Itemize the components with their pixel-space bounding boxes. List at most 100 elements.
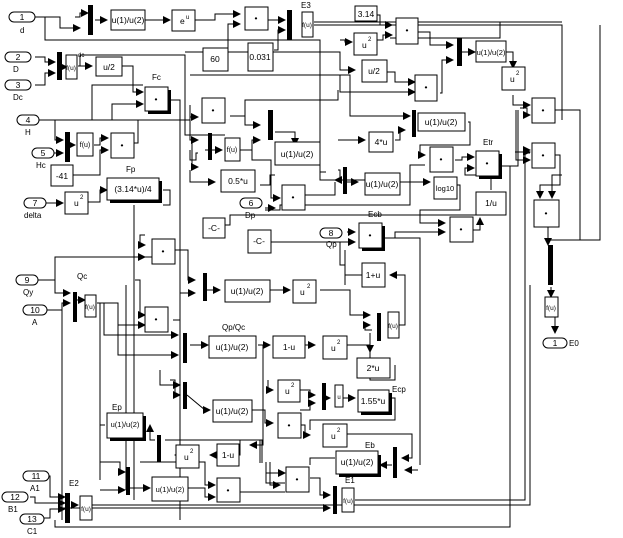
product-block[interactable]: • bbox=[201, 97, 226, 124]
block-body bbox=[110, 9, 146, 31]
block-body bbox=[292, 279, 317, 304]
dc-fcn[interactable]: f(u)dc bbox=[65, 53, 84, 80]
one-minus-block[interactable]: 1-u bbox=[216, 443, 240, 467]
inport-H[interactable]: 4H bbox=[16, 114, 40, 137]
const-c-block[interactable]: -C- bbox=[247, 229, 272, 254]
signal-line bbox=[536, 154, 561, 199]
product-block[interactable]: • bbox=[449, 216, 474, 243]
recip-block[interactable]: 1/u bbox=[475, 191, 507, 216]
product-block[interactable]: • bbox=[281, 184, 306, 211]
fu-block[interactable]: f(u) bbox=[224, 137, 241, 162]
product-block[interactable]: • bbox=[216, 477, 241, 503]
signal-line bbox=[173, 289, 196, 321]
div-block[interactable]: u(1)/u(2) bbox=[274, 141, 321, 166]
inport-A[interactable]: 10A bbox=[22, 304, 48, 327]
product-block[interactable]: • bbox=[151, 238, 176, 265]
product-block[interactable]: • bbox=[110, 132, 135, 159]
two-u-block[interactable]: 2*u bbox=[356, 357, 391, 379]
etr-product[interactable]: •Etr bbox=[475, 138, 502, 179]
product-block[interactable]: • bbox=[285, 466, 310, 493]
product-block[interactable]: • bbox=[414, 74, 438, 102]
block-body bbox=[533, 199, 560, 228]
const-minus41[interactable]: -41 bbox=[50, 164, 74, 187]
div-block[interactable]: u(1)/u(2) bbox=[417, 112, 466, 132]
product-block[interactable]: • bbox=[277, 412, 302, 439]
block-label: f(u) bbox=[66, 65, 76, 72]
inport-number: 3 bbox=[16, 80, 21, 90]
block-body bbox=[64, 191, 89, 215]
inport-Dp[interactable]: 6Dp bbox=[239, 197, 263, 220]
const-314[interactable]: 3.14 bbox=[354, 5, 378, 22]
product-block[interactable]: • bbox=[144, 306, 169, 333]
e3-fcn[interactable]: f(u)E3 bbox=[301, 1, 314, 38]
half-block[interactable]: u/2 bbox=[361, 59, 388, 83]
fp-block[interactable]: (3.14*u)/4Fp bbox=[106, 165, 162, 203]
inport-number: 9 bbox=[25, 275, 30, 285]
div-block[interactable]: u(1)/u(2) bbox=[224, 279, 271, 303]
one-plus-block[interactable]: 1+u bbox=[361, 262, 386, 288]
block-label: u(1)/u(2) bbox=[112, 15, 145, 25]
inport-Hc[interactable]: 5Hc bbox=[31, 147, 55, 170]
fu-block[interactable]: f(u) bbox=[76, 132, 94, 157]
fc-product[interactable]: •Fc bbox=[144, 73, 171, 114]
div-block[interactable]: u(1)/u(2) bbox=[212, 399, 253, 423]
block-label: • bbox=[425, 82, 428, 92]
e1-fcn[interactable]: f(u)E1 bbox=[341, 476, 355, 513]
block-label: Ecp bbox=[392, 385, 406, 394]
fu-block[interactable]: f(u) bbox=[387, 311, 400, 339]
one-minus-block[interactable]: 1-u bbox=[272, 335, 306, 359]
e2-fcn[interactable]: f(u)E2 bbox=[69, 479, 93, 521]
inport-Dc[interactable]: 3Dc bbox=[4, 79, 32, 102]
const-c-block[interactable]: -C- bbox=[202, 217, 226, 239]
product-block[interactable]: • bbox=[395, 17, 419, 45]
block-label: u/2 bbox=[103, 62, 115, 72]
product-block[interactable]: • bbox=[429, 146, 454, 173]
four-u-block[interactable]: 4*u bbox=[368, 131, 394, 153]
signal-line bbox=[146, 424, 155, 441]
qc-fcn[interactable]: f(u)Qc bbox=[77, 272, 97, 318]
product-block[interactable]: • bbox=[533, 199, 560, 228]
const-0031[interactable]: 0.031 bbox=[247, 42, 274, 72]
product-block[interactable]: • bbox=[244, 6, 269, 31]
eb-div[interactable]: u(1)/u(2)Eb bbox=[335, 441, 381, 477]
inport-d[interactable]: 1d bbox=[8, 11, 36, 35]
const-60[interactable]: 60 bbox=[202, 47, 229, 72]
ecp-fcn[interactable]: u bbox=[334, 384, 344, 408]
outport-E0[interactable]: 1 E0 bbox=[542, 337, 579, 349]
signal-line bbox=[345, 433, 413, 462]
block-body bbox=[4, 79, 32, 91]
log10-block[interactable]: log10 bbox=[433, 176, 458, 200]
div-block[interactable]: u(1)/u(2) bbox=[151, 476, 189, 502]
div-block[interactable]: u(1)/u(2) bbox=[364, 172, 401, 196]
product-block[interactable]: • bbox=[531, 142, 556, 169]
div-block[interactable]: u(1)/u(2) bbox=[110, 9, 146, 31]
half-block[interactable]: u/2 bbox=[95, 56, 123, 77]
div-block[interactable]: u(1)/u(2) bbox=[475, 40, 507, 63]
ecb-product[interactable]: •Ecb bbox=[358, 210, 385, 251]
inport-D[interactable]: 2D bbox=[4, 51, 32, 74]
product-block[interactable]: • bbox=[531, 97, 556, 124]
e0-fcn[interactable]: f(u) bbox=[544, 296, 559, 318]
block-label: log10 bbox=[436, 184, 454, 193]
inport-Qy[interactable]: 9Qy bbox=[15, 274, 39, 297]
qpqc-div[interactable]: u(1)/u(2)Qp/Qc bbox=[208, 323, 257, 359]
half-u-block[interactable]: 0.5*u bbox=[220, 169, 256, 193]
signal-line bbox=[500, 110, 519, 167]
block-body bbox=[361, 59, 388, 83]
ep-div[interactable]: u(1)/u(2)Ep bbox=[106, 403, 146, 441]
inport-Qp[interactable]: 8Qp bbox=[319, 227, 343, 249]
